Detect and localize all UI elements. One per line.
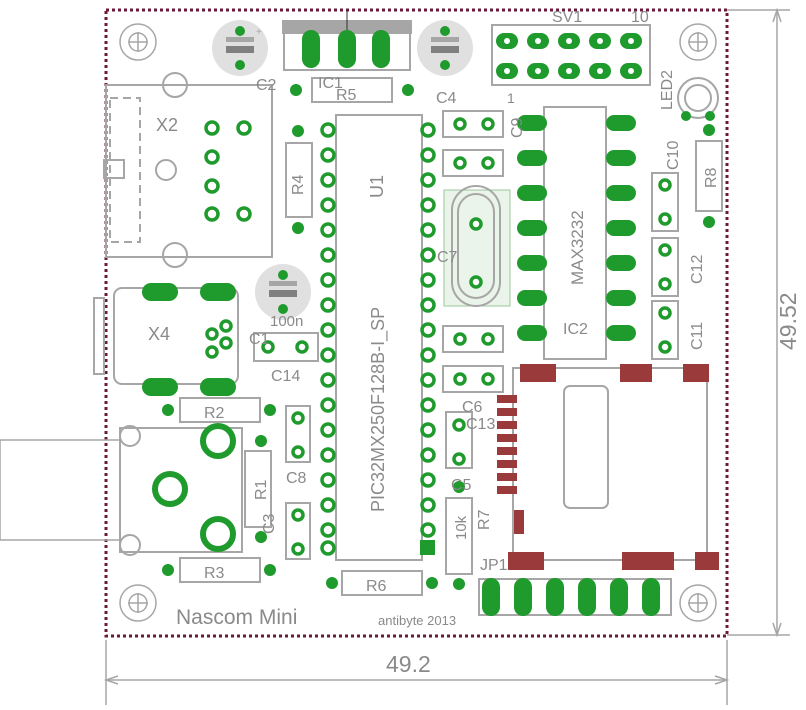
mounting-holes (119, 23, 717, 622)
regulator-ic1 (282, 10, 412, 71)
power-jack (0, 423, 243, 556)
svg-text:+: + (256, 27, 262, 38)
led-led2 (677, 77, 719, 121)
label-led2: LED2 (659, 70, 676, 110)
small-capacitors (253, 110, 679, 560)
connector-x4 (93, 283, 239, 396)
silkscreen-labels: X2 C2 IC1 R5 C4 SV1 10 1 LED2 C9 R4 U1 P… (148, 9, 801, 677)
label-c4: C4 (436, 90, 457, 107)
label-r2: R2 (204, 405, 225, 422)
label-u1: U1 (367, 175, 387, 198)
label-r1: R1 (253, 479, 270, 500)
header-sv1 (491, 24, 651, 86)
dimension-height: 49.52 (775, 292, 801, 350)
sd-card-socket (497, 364, 719, 570)
connector-x2 (103, 72, 273, 268)
label-u1-value: PIC32MX250F128B-I_SP (368, 307, 389, 512)
label-ic2-value: MAX3232 (568, 210, 587, 285)
label-r6: R6 (366, 578, 387, 595)
label-c5: C5 (451, 477, 472, 494)
label-c10: C10 (665, 141, 682, 170)
label-sv1-pin1: 1 (507, 90, 515, 106)
label-r5: R5 (336, 87, 357, 104)
resistor-r5 (290, 77, 414, 103)
resistor-r4 (285, 125, 313, 234)
header-jp1 (478, 578, 672, 616)
label-x2: X2 (156, 115, 178, 135)
label-c7: C7 (437, 249, 458, 266)
label-c13: C13 (466, 416, 495, 433)
capacitor-c4 (417, 20, 473, 76)
crystal (443, 185, 511, 307)
capacitor-c2: + (212, 20, 268, 76)
label-c6: C6 (462, 399, 483, 416)
ic-ic2 (517, 106, 636, 360)
label-r4: R4 (290, 174, 307, 195)
mcu-u1 (320, 114, 436, 561)
label-c14: C14 (271, 368, 300, 385)
label-sv1-pin10: 10 (631, 9, 649, 26)
label-c11: C11 (689, 322, 706, 350)
label-ic2: IC2 (563, 321, 588, 338)
board-title: Nascom Mini (176, 606, 297, 629)
resistors-lower (162, 397, 473, 596)
board-outline (104, 8, 729, 638)
label-c3: C3 (261, 513, 278, 534)
label-r3: R3 (204, 565, 225, 582)
label-c1: C1 (249, 331, 270, 348)
label-r7-value: 10k (453, 515, 470, 540)
label-c12: C12 (689, 255, 706, 284)
board-credit: antibyte 2013 (378, 613, 456, 628)
label-sv1: SV1 (552, 9, 582, 26)
label-ic1: IC1 (318, 75, 343, 92)
label-r7: R7 (476, 509, 493, 530)
label-x4: X4 (148, 324, 170, 344)
label-c9: C9 (509, 117, 526, 138)
label-c2: C2 (256, 77, 277, 94)
dimension-lines (103, 7, 790, 705)
capacitor-c1 (255, 264, 311, 320)
label-jp1: JP1 (480, 557, 508, 574)
label-c8: C8 (286, 470, 307, 487)
dimension-width: 49.2 (386, 651, 431, 677)
label-c1-value: 100n (270, 313, 303, 330)
resistor-r8 (695, 124, 723, 228)
label-r8: R8 (703, 167, 720, 188)
